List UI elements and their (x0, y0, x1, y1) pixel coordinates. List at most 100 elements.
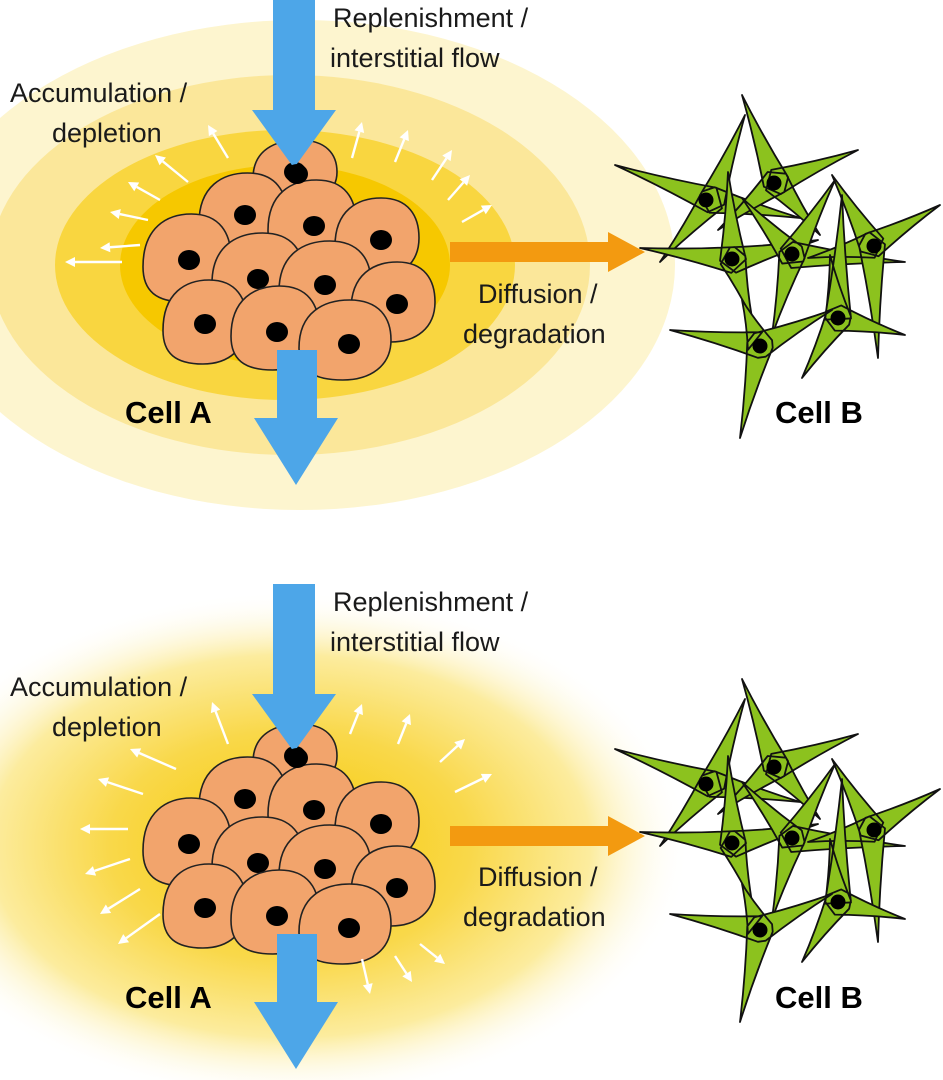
arrow-head (130, 748, 142, 758)
cell-b (669, 883, 833, 1023)
cell-b-nucleus (724, 835, 740, 851)
cell-b-nucleus (752, 338, 768, 354)
arrow-shaft (136, 185, 161, 202)
cell-b (614, 114, 801, 263)
arrow-shaft (439, 744, 459, 763)
cell-a-nucleus (386, 294, 408, 314)
arrow-shaft (454, 777, 484, 794)
accumulation-arrow (208, 125, 230, 159)
arrow-head (442, 150, 452, 162)
arrow-shaft (107, 781, 144, 796)
arrow-head (155, 155, 166, 166)
cell-b-body (669, 883, 833, 1023)
cell-b-body (639, 171, 819, 319)
arrow-shaft (419, 943, 438, 959)
cell-b-nucleus (698, 776, 714, 792)
cell-a-nucleus (338, 334, 360, 354)
accumulation-label-line1: Accumulation / (10, 672, 188, 702)
accumulation-arrow (80, 824, 128, 834)
cell-b-nucleus (866, 238, 882, 254)
cell-b-network (614, 94, 941, 439)
accumulation-label-line2: depletion (52, 712, 162, 742)
accumulation-arrow (348, 704, 363, 735)
accumulation-arrow (419, 943, 445, 964)
cell-a-cluster (142, 139, 436, 381)
cell-a-nucleus (247, 853, 269, 873)
cell-b-nucleus (784, 830, 800, 846)
arrow-shaft (461, 208, 484, 224)
accumulation-arrow (210, 702, 230, 745)
arrow-head (454, 739, 465, 750)
cell-b (801, 194, 906, 379)
arrow-head (353, 704, 363, 716)
accumulation-arrow (461, 205, 492, 224)
accumulation-arrow (155, 155, 189, 183)
accumulation-arrow (65, 257, 122, 267)
arrow-head (65, 257, 75, 267)
arrow-shaft (350, 131, 361, 159)
arrow-head (100, 904, 112, 914)
arrow-shaft (138, 751, 177, 771)
accumulation-arrow (393, 130, 409, 163)
diffusion-label-line2: degradation (463, 319, 606, 349)
cell-b-body (614, 114, 801, 263)
arrow-head (98, 777, 110, 787)
cell-a-nucleus (234, 205, 256, 225)
cell-a-nucleus (178, 250, 200, 270)
arrow-head (399, 130, 409, 142)
arrow-head (459, 175, 470, 186)
cell-a-nucleus (370, 814, 392, 834)
accumulation-arrow (350, 122, 365, 159)
cell-a-cluster (142, 723, 436, 965)
cell-a-nucleus (247, 269, 269, 289)
arrow-shaft (125, 913, 161, 940)
cell-b-nucleus (830, 894, 846, 910)
arrow-shaft (431, 157, 448, 181)
arrow-shaft (212, 132, 230, 159)
accumulation-arrow (447, 175, 470, 201)
flow-arrow-in (252, 584, 336, 752)
cell-b-nucleus (784, 246, 800, 262)
accumulation-arrows (80, 702, 492, 994)
flow-arrow-out (254, 934, 338, 1069)
diffusion-label-line2: degradation (463, 902, 606, 932)
diffusion-label-line1: Diffusion / (478, 279, 598, 309)
flow-arrow-out (254, 350, 338, 485)
cell-a (230, 869, 320, 955)
interstitial-flow-arrow (252, 0, 338, 485)
arrow-shaft (360, 958, 369, 985)
arrow-head (100, 242, 111, 253)
arrow-head (128, 182, 140, 192)
cell-a-nucleus (266, 322, 288, 342)
replenishment-label-line2: interstitial flow (330, 43, 500, 73)
accumulation-arrow (100, 242, 141, 253)
cell-b (639, 755, 819, 903)
arrow-head (85, 866, 97, 876)
accumulation-arrow (128, 182, 161, 202)
cell-b (669, 299, 833, 439)
cell-a-nucleus (286, 164, 308, 184)
cell-b-label: Cell B (775, 980, 863, 1015)
cell-b-nucleus (830, 310, 846, 326)
accumulation-arrow (439, 739, 465, 763)
cell-b-network (614, 678, 941, 1023)
accumulation-arrow (360, 958, 373, 994)
cell-a-nucleus (234, 789, 256, 809)
cell-b-body (669, 299, 833, 439)
accumulation-arrow (454, 773, 492, 794)
diffusion-arrow (450, 232, 645, 272)
cell-a-nucleus (386, 878, 408, 898)
arrow-shaft (119, 212, 149, 222)
cell-a-nucleus (266, 906, 288, 926)
cell-a-label: Cell A (125, 980, 212, 1015)
cell-b-nucleus (752, 922, 768, 938)
accumulation-arrows (65, 122, 492, 267)
accumulation-arrow (393, 955, 412, 982)
arrow-shaft (214, 710, 230, 745)
panel-top: Replenishment / interstitial flow Accumu… (0, 0, 941, 510)
cell-a-nucleus (303, 800, 325, 820)
cell-b-nucleus (766, 759, 782, 775)
panel-bottom: Replenishment / interstitial flow Accumu… (0, 584, 941, 1080)
accumulation-arrow (118, 913, 161, 944)
